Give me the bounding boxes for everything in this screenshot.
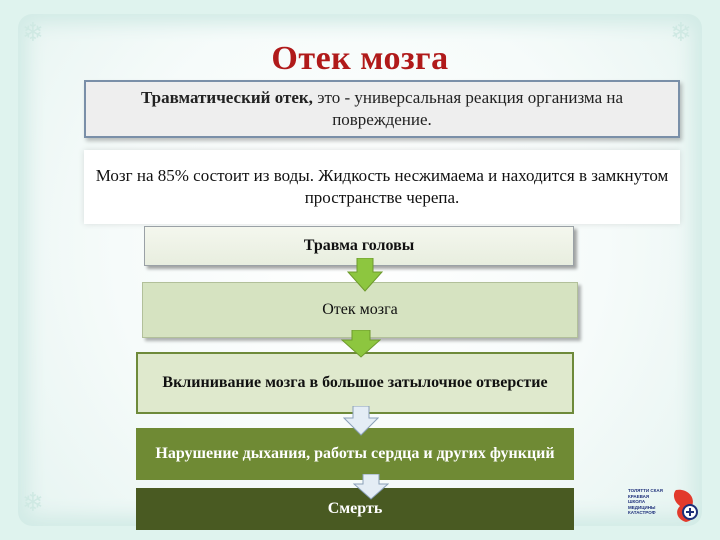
step-death: Смерть [136, 488, 574, 530]
slide-title: Отек мозга [271, 40, 449, 77]
down-arrow-icon [341, 330, 381, 358]
snowflake-icon: ❄ [670, 18, 692, 47]
step-vital-failure: Нарушение дыхания, работы сердца и други… [136, 428, 574, 480]
logo-text: ТОЛЯТТИ СКАЯ КРАЕВАЯ ШКОЛА МЕДИЦИНЫ КАТА… [628, 488, 663, 516]
definition-box: Травматический отек, это - универсальная… [84, 80, 680, 138]
snowflake-icon: ❄ [22, 488, 44, 517]
definition-text: это - универсальная реакция организма на… [312, 88, 624, 129]
step-brain-edema: Отек мозга [142, 282, 578, 338]
fact-box: Мозг на 85% состоит из воды. Жидкость не… [84, 150, 680, 224]
down-arrow-icon [353, 474, 389, 500]
logo-emblem-icon [673, 489, 698, 522]
definition-term: Травматический отек, [140, 88, 313, 107]
snowflake-icon: ❄ [22, 18, 44, 47]
down-arrow-icon [343, 406, 379, 436]
organization-logo: ТОЛЯТТИ СКАЯ КРАЕВАЯ ШКОЛА МЕДИЦИНЫ КАТА… [628, 484, 702, 528]
down-arrow-icon [347, 258, 383, 292]
step-herniation: Вклинивание мозга в большое затылочное о… [136, 352, 574, 414]
